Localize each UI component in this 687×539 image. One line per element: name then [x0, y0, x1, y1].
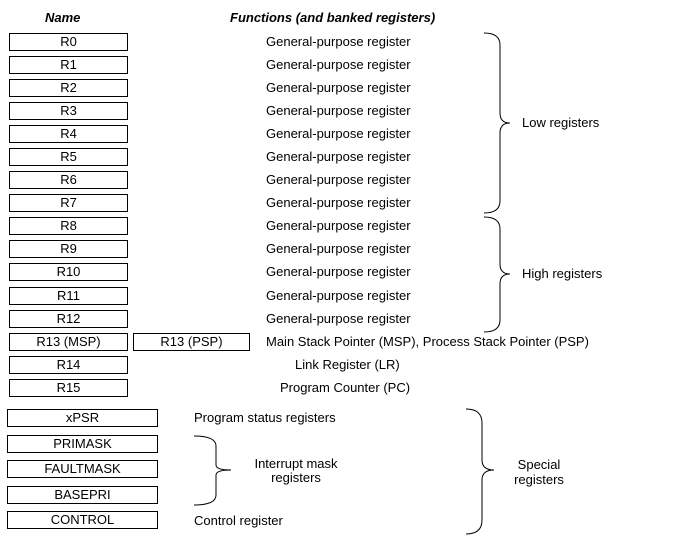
register-function-r15: Program Counter (PC)	[280, 380, 411, 395]
register-box-r2: R2	[9, 79, 128, 97]
low-registers-brace	[483, 32, 511, 214]
register-function-r3: General-purpose register	[266, 103, 411, 118]
program-status-label: Program status registers	[194, 410, 336, 425]
register-box-r6: R6	[9, 171, 128, 189]
register-box-control: CONTROL	[7, 511, 158, 529]
name-column-header: Name	[45, 10, 81, 25]
control-register-label: Control register	[194, 513, 283, 528]
register-box-r7: R7	[9, 194, 128, 212]
interrupt-mask-brace	[193, 435, 232, 506]
special-registers-brace	[465, 408, 495, 535]
register-box-r1: R1	[9, 56, 128, 74]
register-box-basepri: BASEPRI	[7, 486, 158, 504]
register-box-xpsr: xPSR	[7, 409, 158, 427]
register-box-r10: R10	[9, 263, 128, 281]
register-function-r13: Main Stack Pointer (MSP), Process Stack …	[266, 334, 589, 349]
register-box-r5: R5	[9, 148, 128, 166]
register-box-faultmask: FAULTMASK	[7, 460, 158, 478]
register-function-r8: General-purpose register	[266, 218, 411, 233]
register-function-r11: General-purpose register	[266, 288, 411, 303]
register-function-r4: General-purpose register	[266, 126, 411, 141]
register-box-r9: R9	[9, 240, 128, 258]
register-box-r15: R15	[9, 379, 128, 397]
register-function-r9: General-purpose register	[266, 241, 411, 256]
register-box-r3: R3	[9, 102, 128, 120]
register-function-r2: General-purpose register	[266, 80, 411, 95]
interrupt-mask-label-line1: Interrupt mask	[254, 456, 338, 471]
register-function-r0: General-purpose register	[266, 34, 411, 49]
register-function-r5: General-purpose register	[266, 149, 411, 164]
register-function-r10: General-purpose register	[266, 264, 411, 279]
register-box-r8: R8	[9, 217, 128, 235]
interrupt-mask-label-line2: registers	[271, 470, 321, 485]
register-function-r14: Link Register (LR)	[295, 357, 400, 372]
special-registers-label-line2: registers	[514, 472, 564, 487]
high-registers-label: High registers	[522, 266, 603, 281]
high-registers-brace	[483, 216, 511, 333]
register-box-r4: R4	[9, 125, 128, 143]
register-box-r13-msp: R13 (MSP)	[9, 333, 128, 351]
register-function-r12: General-purpose register	[266, 311, 411, 326]
register-function-r1: General-purpose register	[266, 57, 411, 72]
register-box-r14: R14	[9, 356, 128, 374]
special-registers-label-line1: Special	[517, 457, 561, 472]
register-box-r13-psp: R13 (PSP)	[133, 333, 250, 351]
low-registers-label: Low registers	[522, 115, 600, 130]
register-box-primask: PRIMASK	[7, 435, 158, 453]
register-function-r7: General-purpose register	[266, 195, 411, 210]
functions-column-header: Functions (and banked registers)	[230, 10, 436, 25]
register-box-r11: R11	[9, 287, 128, 305]
register-function-r6: General-purpose register	[266, 172, 411, 187]
register-box-r12: R12	[9, 310, 128, 328]
register-box-r0: R0	[9, 33, 128, 51]
